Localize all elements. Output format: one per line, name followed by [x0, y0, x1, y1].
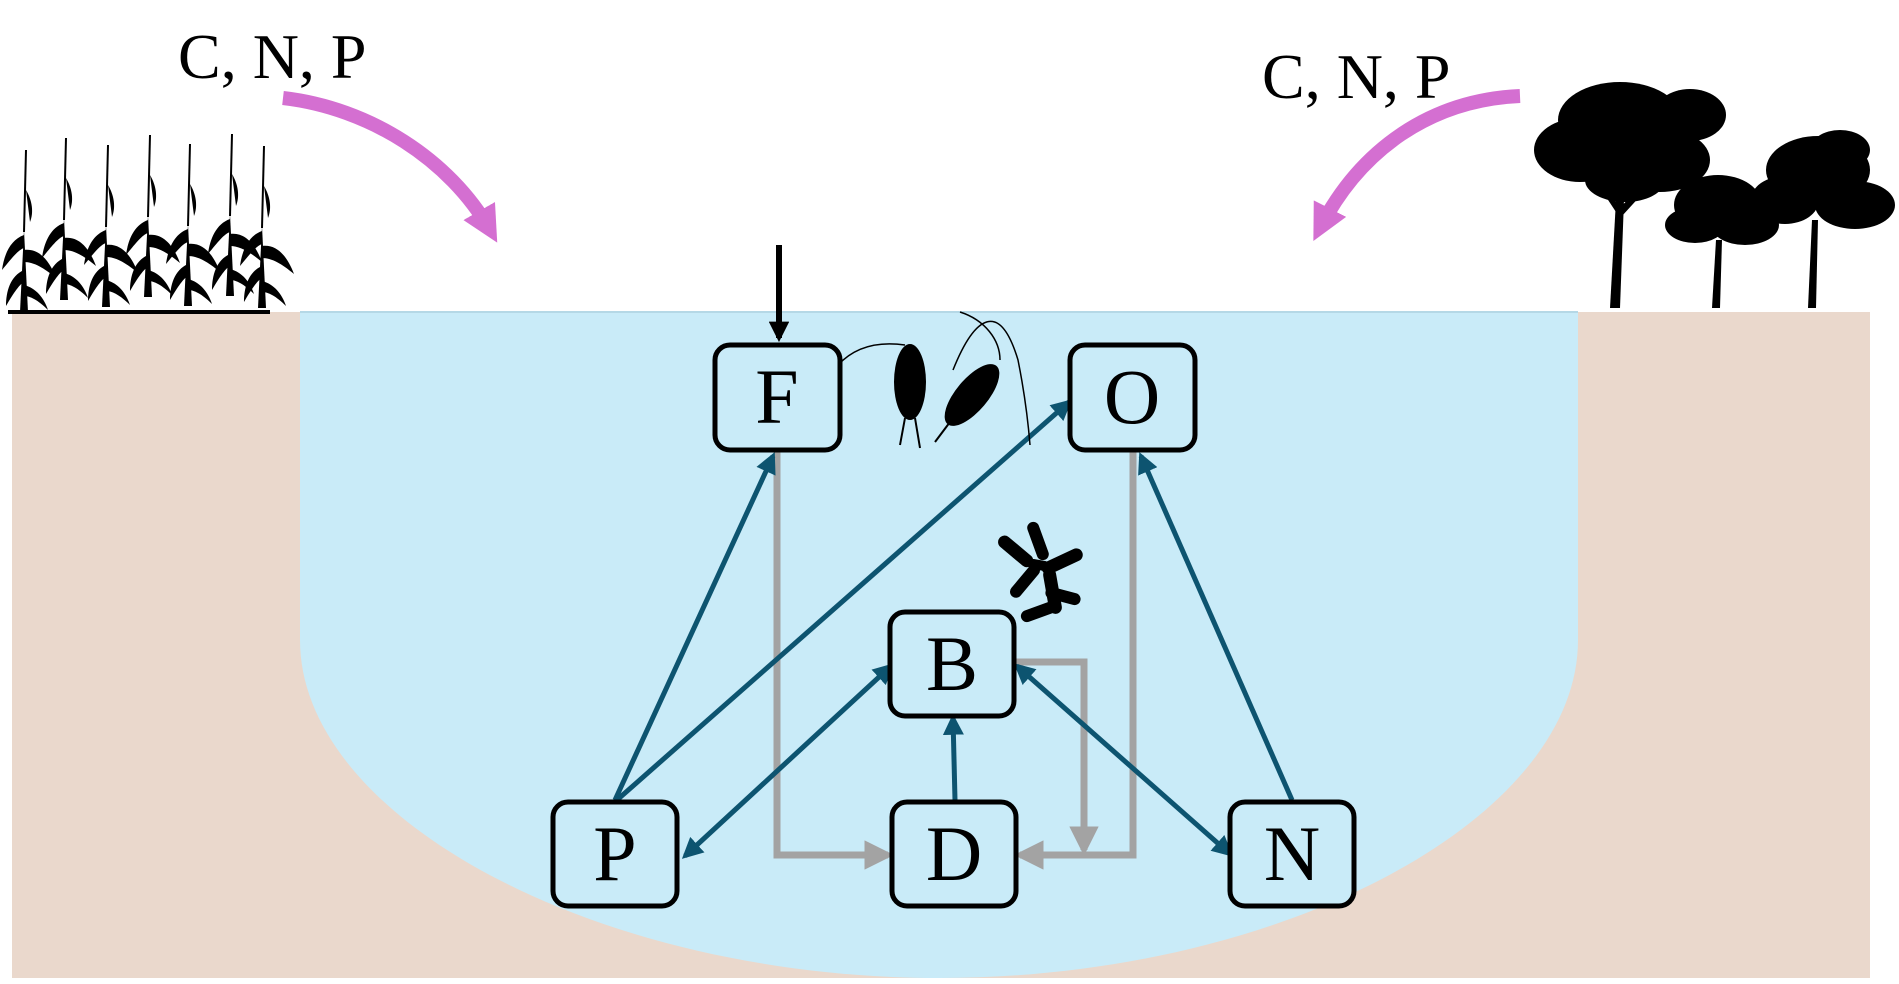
flow-d-to-b	[942, 713, 964, 801]
flow-n-b-bidirectional	[1013, 663, 1234, 857]
input-label-left: C, N, P	[178, 21, 367, 92]
input-label-right: C, N, P	[1262, 41, 1451, 112]
bacteria-icon	[998, 521, 1083, 623]
node-d-label: D	[926, 810, 982, 897]
node-n-label: N	[1264, 810, 1320, 897]
flow-p-to-f	[612, 452, 776, 802]
trees-icon	[1534, 82, 1895, 308]
node-d: D	[889, 799, 1019, 909]
node-b: B	[887, 609, 1017, 719]
input-arrow-left	[282, 91, 498, 243]
node-f: F	[712, 342, 843, 453]
node-b-label: B	[926, 620, 978, 707]
node-o: O	[1067, 342, 1198, 453]
node-f-label: F	[755, 353, 798, 440]
node-p-label: P	[593, 810, 636, 897]
corn-plants-icon	[2, 133, 295, 314]
flow-p-b-bidirectional	[681, 663, 895, 859]
zooplankton-icon	[837, 311, 1031, 449]
node-n: N	[1227, 799, 1357, 909]
node-p: P	[550, 799, 680, 909]
input-arrow-right	[1313, 89, 1521, 241]
flow-n-to-o	[1138, 452, 1295, 802]
node-o-label: O	[1104, 353, 1160, 440]
